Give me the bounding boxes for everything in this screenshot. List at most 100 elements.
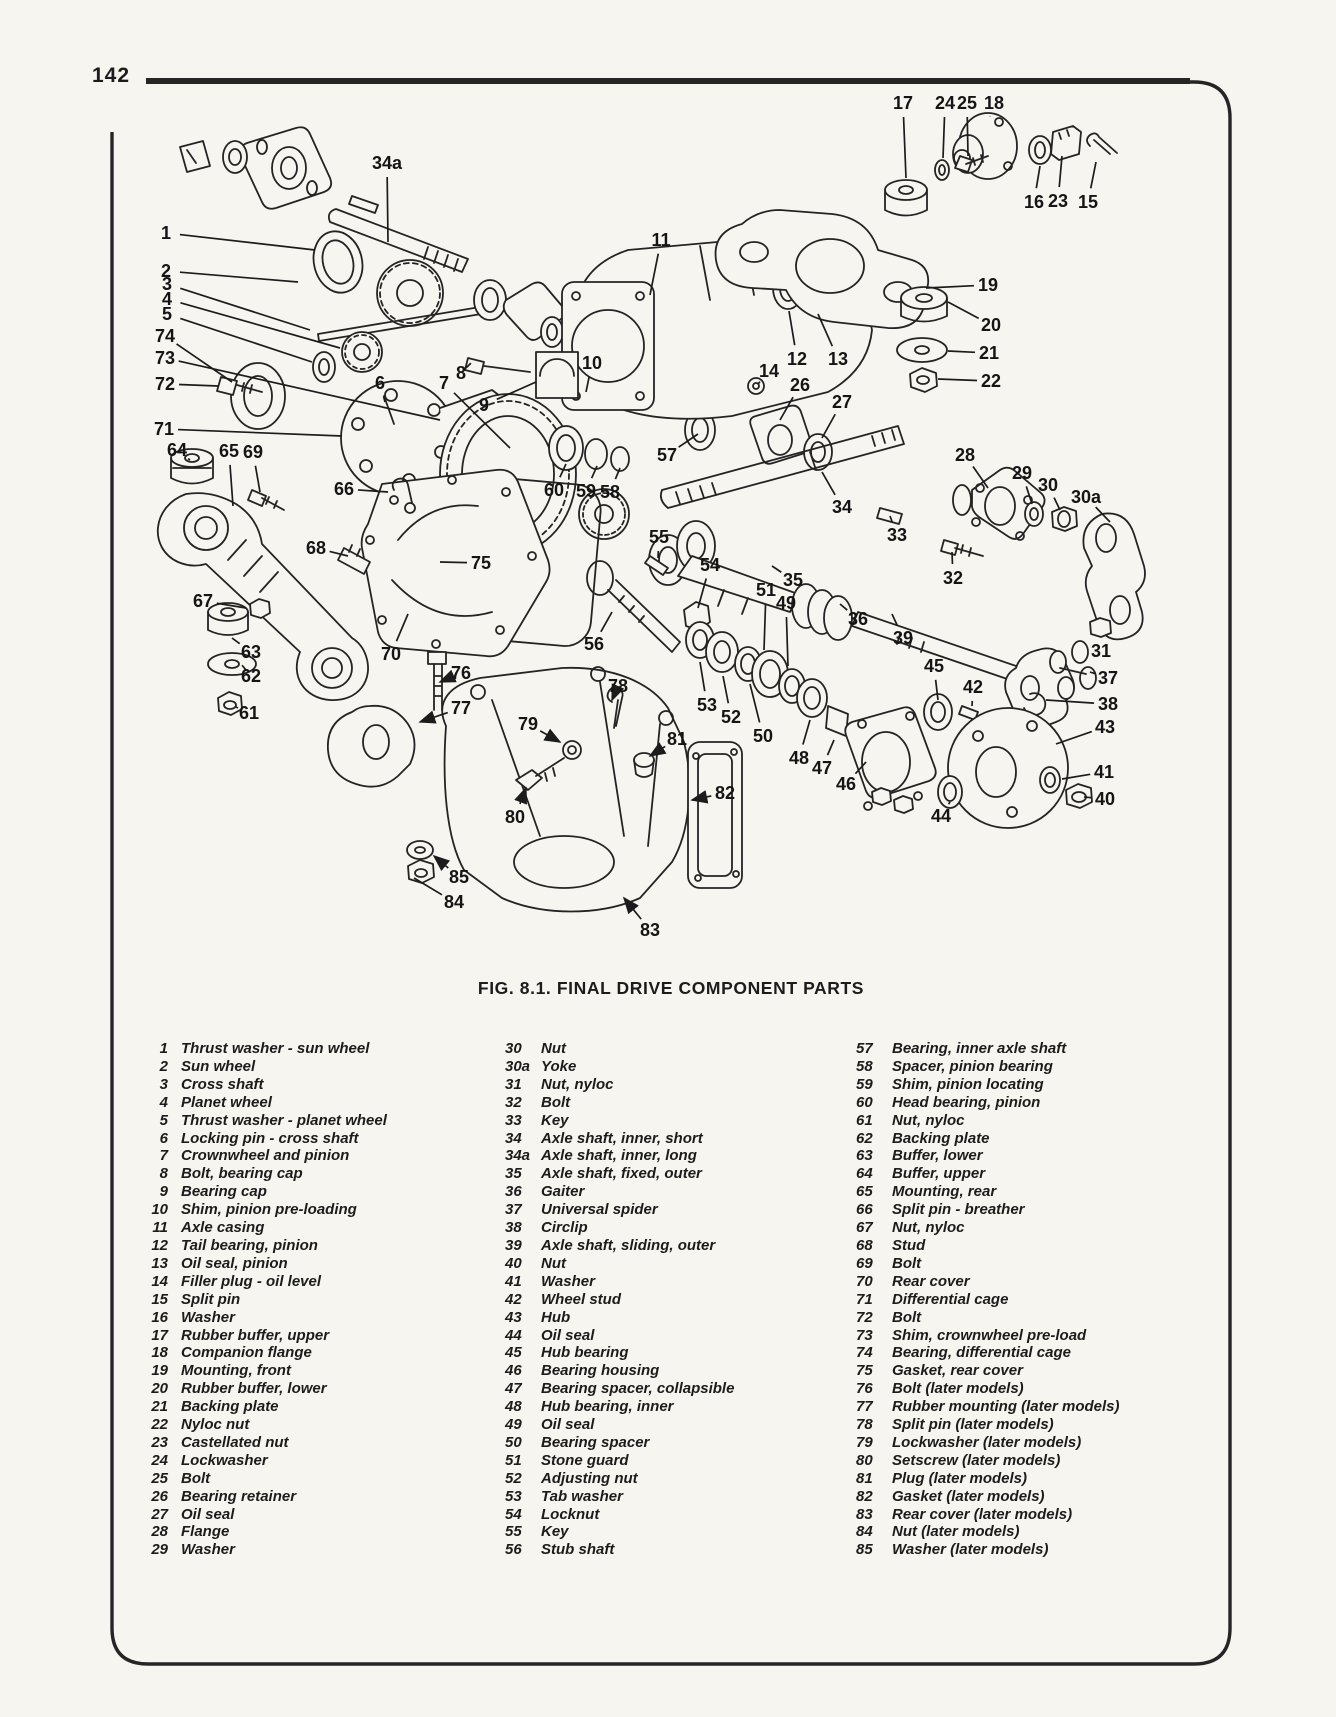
callout-leader-line — [453, 392, 511, 449]
callout-number: 23 — [1048, 191, 1068, 211]
part-number: 73 — [856, 1326, 873, 1344]
part-name: Stud — [892, 1236, 926, 1254]
callout-number: 9 — [479, 395, 489, 415]
callout-leader-line — [937, 378, 978, 382]
callout-number: 30a — [1071, 487, 1102, 507]
callout-number: 35 — [783, 570, 803, 590]
callout-number: 46 — [836, 774, 856, 794]
callout-leader-line — [1089, 161, 1097, 189]
callout-leader-line — [585, 376, 590, 393]
part-name: Shim, pinion pre-loading — [181, 1201, 357, 1219]
callout-number: 1 — [161, 223, 171, 243]
part-number: 45 — [505, 1344, 522, 1362]
callout-number: 20 — [981, 315, 1001, 335]
callout-leader-line — [763, 603, 767, 651]
part-name: Bolt, bearing cap — [181, 1165, 303, 1183]
callout-number: 67 — [193, 591, 213, 611]
callout-number: 55 — [649, 527, 669, 547]
callout-leader-line — [779, 396, 794, 421]
callout-leader-line — [179, 271, 299, 283]
callout-leader-line — [821, 413, 836, 439]
part-number: 18 — [151, 1344, 168, 1362]
callout-leader-line — [176, 343, 233, 383]
part-name: Thrust washer - planet wheel — [181, 1111, 387, 1129]
callout-leader-line — [690, 790, 712, 804]
callout-number: 57 — [657, 445, 677, 465]
callout-number: 64 — [167, 440, 187, 460]
part-name: Bolt — [892, 1308, 922, 1326]
callout-number: 50 — [753, 726, 773, 746]
part-number: 79 — [856, 1433, 873, 1451]
callout-leader-line — [942, 116, 946, 159]
callout-leader-line — [180, 301, 341, 349]
page-border — [110, 78, 1232, 1666]
part-name: Filler plug - oil level — [181, 1272, 322, 1290]
callout-number: 15 — [1078, 192, 1098, 212]
callout-leader-line — [902, 116, 907, 179]
part-number: 40 — [505, 1254, 522, 1272]
part-name: Setscrew (later models) — [892, 1451, 1061, 1469]
part-number: 36 — [505, 1183, 522, 1201]
callout-leader-line — [395, 613, 409, 642]
part-name: Buffer, lower — [892, 1147, 983, 1165]
callout-number: 62 — [241, 666, 261, 686]
part-name: Rear cover — [892, 1272, 970, 1290]
callout-leader-line — [439, 561, 468, 564]
part-name: Nut, nyloc — [541, 1075, 614, 1093]
callout-leader-line — [418, 710, 449, 724]
part-name: Buffer, upper — [892, 1165, 986, 1183]
callout-number: 38 — [1098, 694, 1118, 714]
callout-leader-line — [438, 669, 457, 683]
part-name: Universal spider — [541, 1201, 658, 1219]
callout-leader-line — [496, 381, 537, 401]
part-number: 56 — [505, 1541, 522, 1559]
part-number: 51 — [505, 1451, 522, 1469]
part-number: 33 — [505, 1111, 522, 1129]
callout-leader-line — [785, 616, 789, 667]
part-name: Oil seal — [541, 1326, 595, 1344]
callout-number: 22 — [981, 371, 1001, 391]
part-name: Axle shaft, fixed, outer — [541, 1165, 702, 1183]
part-number: 47 — [505, 1380, 522, 1398]
part-number: 30a — [505, 1057, 531, 1075]
part-name: Rubber buffer, lower — [181, 1380, 327, 1398]
callout-number: 61 — [239, 703, 259, 723]
callout-leader-line — [235, 706, 239, 709]
part-name: Nut (later models) — [892, 1523, 1020, 1541]
callout-number: 49 — [776, 593, 796, 613]
callout-number: 68 — [306, 538, 326, 558]
part-name: Bolt (later models) — [892, 1380, 1024, 1398]
part-name: Rear cover (later models) — [892, 1505, 1073, 1523]
callout-number: 8 — [456, 363, 466, 383]
page-number: 142 — [92, 64, 131, 87]
callout-number: 60 — [544, 480, 564, 500]
part-number: 24 — [151, 1451, 168, 1469]
part-number: 78 — [856, 1416, 873, 1434]
callout-leader-line — [925, 284, 975, 289]
part-name: Axle shaft, inner, short — [541, 1129, 703, 1147]
part-name: Washer — [181, 1541, 235, 1559]
callout-leader-line — [1053, 497, 1061, 511]
callout-leader-line — [180, 287, 311, 331]
callout-number: 84 — [444, 892, 464, 912]
part-name: Flange — [181, 1523, 230, 1541]
part-number: 62 — [856, 1129, 873, 1147]
callout-leader-line — [839, 603, 848, 611]
